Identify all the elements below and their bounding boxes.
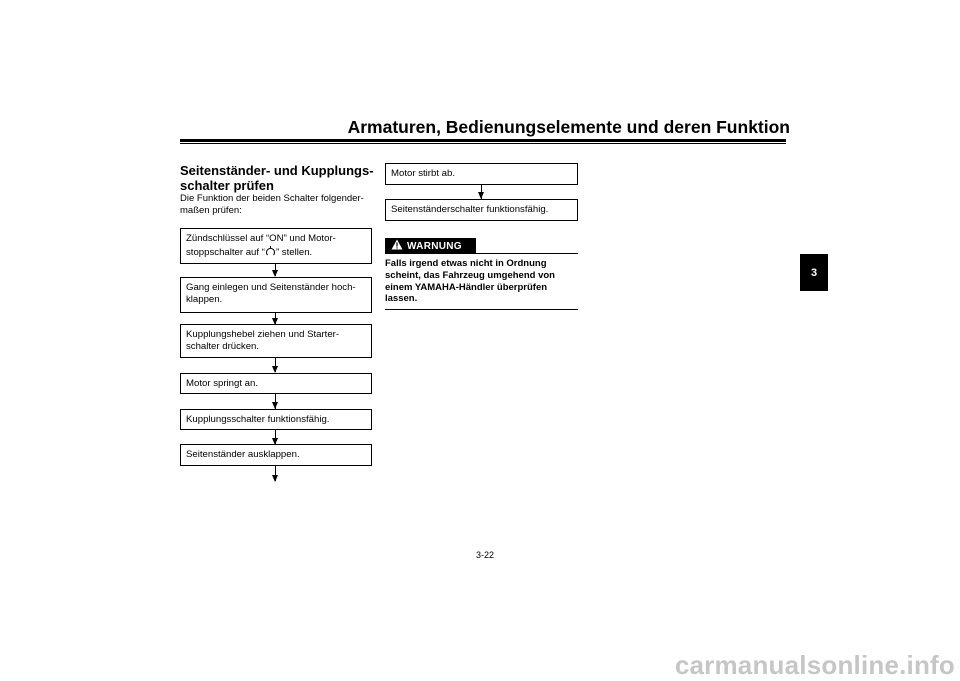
chapter-tab: 3 xyxy=(800,254,828,291)
section-heading: Seitenständer- und Kupplungs- schalter p… xyxy=(180,163,380,193)
flow-step-ignition-post: ” stellen. xyxy=(275,247,313,258)
warning-badge: WARNUNG xyxy=(385,238,476,254)
flow-connector-5 xyxy=(275,430,276,444)
header-rule-thin xyxy=(180,143,786,144)
flow-step-clutch-switch-ok-text: Kupplungsschalter funktionsfähig. xyxy=(186,414,330,425)
flow-arrow-3 xyxy=(272,366,278,373)
flow-step-gear: Gang einlegen und Seitenständer hoch- kl… xyxy=(180,277,372,313)
section-heading-line2: schalter prüfen xyxy=(180,178,274,193)
section-intro: Die Funktion der beiden Schalter folgend… xyxy=(180,193,380,216)
flow-step-clutch-line1: Kupplungshebel ziehen und Starter- xyxy=(186,329,340,340)
flow-step-sidestand-switch-ok-text: Seitenständerschalter funktionsfähig. xyxy=(391,204,549,215)
warning-text-line4: lassen. xyxy=(385,293,418,305)
flow-step-sidestand-down-text: Seitenständer ausklappen. xyxy=(186,449,300,460)
flow-arrow-6 xyxy=(272,475,278,482)
warning-text-line3: einem YAMAHA-Händler überprüfen xyxy=(385,281,548,293)
flow-step-ignition-line1: Zündschlüssel auf “ON” und Motor- xyxy=(186,233,336,244)
warning-rule-bottom xyxy=(385,309,578,310)
warning-text-line2: scheint, das Fahrzeug umgehend von xyxy=(385,269,555,281)
section-heading-line1: Seitenständer- und Kupplungs- xyxy=(180,163,374,178)
flow-step-ignition-line2: stoppschalter auf “ ” stellen. xyxy=(186,245,366,261)
flow-arrow-4 xyxy=(272,402,278,409)
section-intro-line2: maßen prüfen: xyxy=(180,204,242,216)
warning-label: WARNUNG xyxy=(407,240,462,252)
flow-step-engine-stops: Motor stirbt ab. xyxy=(385,163,578,185)
flow-step-sidestand-switch-ok: Seitenständerschalter funktionsfähig. xyxy=(385,199,578,221)
flow-step-clutch-switch-ok: Kupplungsschalter funktionsfähig. xyxy=(180,409,372,430)
flow-step-clutch: Kupplungshebel ziehen und Starter- schal… xyxy=(180,324,372,358)
page-header-title: Armaturen, Bedienungselemente und deren … xyxy=(347,117,790,137)
flow-step-engine-stops-text: Motor stirbt ab. xyxy=(391,168,455,179)
flow-arrow-5 xyxy=(272,438,278,445)
warning-rule-top xyxy=(476,253,578,254)
flow-step-clutch-line2: schalter drücken. xyxy=(186,341,260,352)
flow-step-gear-line2: klappen. xyxy=(186,294,223,305)
flow-arrow-7 xyxy=(478,192,484,199)
watermark: carmanualsonline.info xyxy=(674,650,955,680)
flow-connector-4 xyxy=(275,394,276,409)
header-rule xyxy=(180,139,786,142)
warning-text: Falls irgend etwas nicht in Ordnung sche… xyxy=(385,258,578,305)
flow-step-engine-starts: Motor springt an. xyxy=(180,373,372,394)
flow-connector-3 xyxy=(275,358,276,372)
engine-stop-run-icon xyxy=(265,245,276,261)
flow-step-sidestand-down: Seitenständer ausklappen. xyxy=(180,444,372,466)
flow-arrow-1 xyxy=(272,270,278,277)
flow-step-ignition: Zündschlüssel auf “ON” und Motor- stopps… xyxy=(180,228,372,264)
flow-connector-6 xyxy=(275,466,276,481)
warning-triangle-icon xyxy=(391,239,403,253)
flow-step-ignition-pre: stoppschalter auf “ xyxy=(186,247,265,258)
warning-text-line1: Falls irgend etwas nicht in Ordnung xyxy=(385,258,547,269)
section-intro-line1: Die Funktion der beiden Schalter folgend… xyxy=(180,193,364,204)
flow-step-engine-starts-text: Motor springt an. xyxy=(186,378,258,389)
flow-arrow-2 xyxy=(272,318,278,325)
page-number: 3-22 xyxy=(475,550,494,560)
flow-step-gear-line1: Gang einlegen und Seitenständer hoch- xyxy=(186,282,356,293)
